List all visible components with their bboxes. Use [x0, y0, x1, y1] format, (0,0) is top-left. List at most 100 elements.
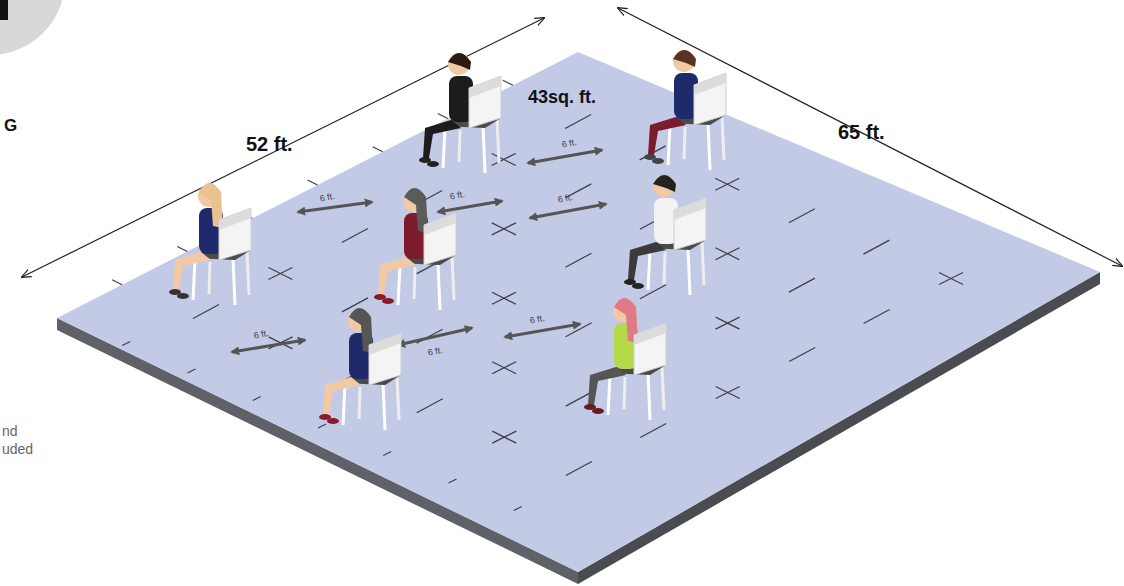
floor-mark — [789, 278, 815, 292]
figure-part — [443, 128, 445, 168]
figure-part — [369, 333, 401, 355]
seated-person — [624, 175, 706, 295]
seated-person — [319, 308, 401, 430]
seated-person — [419, 53, 501, 173]
figure-part — [397, 377, 399, 420]
floor-mark — [715, 248, 739, 260]
floor-mark — [492, 362, 516, 374]
figure-part — [653, 175, 675, 197]
figure-part — [448, 53, 470, 75]
floor-mark — [492, 223, 516, 235]
figure-part — [424, 213, 456, 235]
figure-part — [327, 418, 339, 424]
logo-fragment — [0, 0, 8, 20]
figure-part — [414, 267, 415, 299]
dimension-label: G — [4, 117, 17, 134]
figure-part — [247, 252, 249, 295]
dimension-label: 52 ft. — [246, 134, 293, 154]
figure-part — [452, 257, 454, 300]
floor-mark — [492, 292, 516, 304]
figure-part — [648, 117, 686, 155]
figure-part — [592, 408, 604, 414]
figure-part — [588, 367, 626, 405]
floor-mark — [492, 362, 516, 374]
figure-part — [469, 76, 501, 98]
figure-part — [694, 73, 726, 95]
figure-part — [497, 120, 499, 163]
figure-part — [634, 323, 666, 375]
floor-mark — [565, 253, 591, 267]
figure-part — [632, 283, 644, 289]
figure-part — [684, 127, 685, 159]
figure-part — [219, 208, 251, 230]
figure-part — [673, 50, 696, 67]
distance-arrows — [232, 150, 606, 352]
floor-mark — [716, 387, 740, 399]
figure-part — [673, 50, 695, 72]
edge-tick — [514, 507, 522, 511]
floor-mark — [716, 387, 740, 399]
figure-part — [423, 120, 461, 158]
figure-part — [668, 125, 670, 165]
floor-mark — [268, 267, 292, 279]
figure-part — [173, 252, 211, 290]
edge-tick — [177, 247, 187, 252]
figure-part — [702, 242, 704, 285]
floor-mark — [417, 399, 443, 413]
figure-part — [662, 367, 664, 410]
figure-part — [664, 252, 665, 284]
figure-part — [688, 248, 690, 295]
floor-mark — [939, 273, 963, 285]
floor-mark — [342, 228, 368, 242]
figure-part — [608, 375, 610, 415]
floor-mark — [715, 178, 739, 190]
seated-person — [374, 188, 456, 310]
edge-tick — [449, 479, 457, 483]
floor-mark — [492, 431, 516, 443]
edge-tick — [253, 397, 261, 401]
figure-part — [674, 198, 706, 250]
edge-tick — [503, 80, 513, 85]
dimension-label: 65 ft. — [838, 122, 885, 142]
dimension-label: nd — [2, 424, 18, 438]
figure-part — [652, 158, 664, 164]
floor-mark — [640, 285, 666, 299]
floor-mark — [640, 424, 666, 438]
edge-tick — [318, 424, 326, 428]
floor-mark — [492, 292, 516, 304]
floor-mark — [565, 114, 591, 128]
figure-part — [648, 250, 650, 290]
figure-part — [469, 76, 501, 128]
figure-part — [359, 387, 360, 419]
figure-part — [438, 263, 440, 310]
figure-part — [708, 123, 710, 170]
figure-part — [233, 258, 235, 305]
dimension-label: uded — [2, 442, 33, 456]
dimension-label: 43sq. ft. — [528, 88, 596, 106]
floor-mark — [566, 392, 592, 406]
seated-people — [169, 50, 726, 430]
dimension-line — [618, 8, 1122, 266]
edge-tick — [188, 369, 196, 373]
dimension-line — [22, 18, 544, 277]
figure-part — [722, 117, 724, 160]
floor-mark — [864, 310, 890, 324]
figure-part — [483, 126, 485, 173]
figure-part — [219, 208, 251, 260]
edge-tick — [438, 114, 448, 119]
floor-marks — [112, 80, 963, 510]
floor-mark — [492, 223, 516, 235]
figure-part — [398, 265, 400, 305]
figure-part — [209, 262, 210, 294]
edge-tick — [122, 342, 130, 346]
floor-mark — [268, 267, 292, 279]
figure-part — [694, 73, 726, 125]
figure-part — [648, 373, 650, 420]
figure-part — [653, 175, 676, 192]
figure-part — [624, 377, 625, 409]
seated-person — [644, 50, 726, 170]
floor-mark — [789, 209, 815, 223]
figure-part — [634, 323, 666, 345]
floor-mark — [939, 273, 963, 285]
